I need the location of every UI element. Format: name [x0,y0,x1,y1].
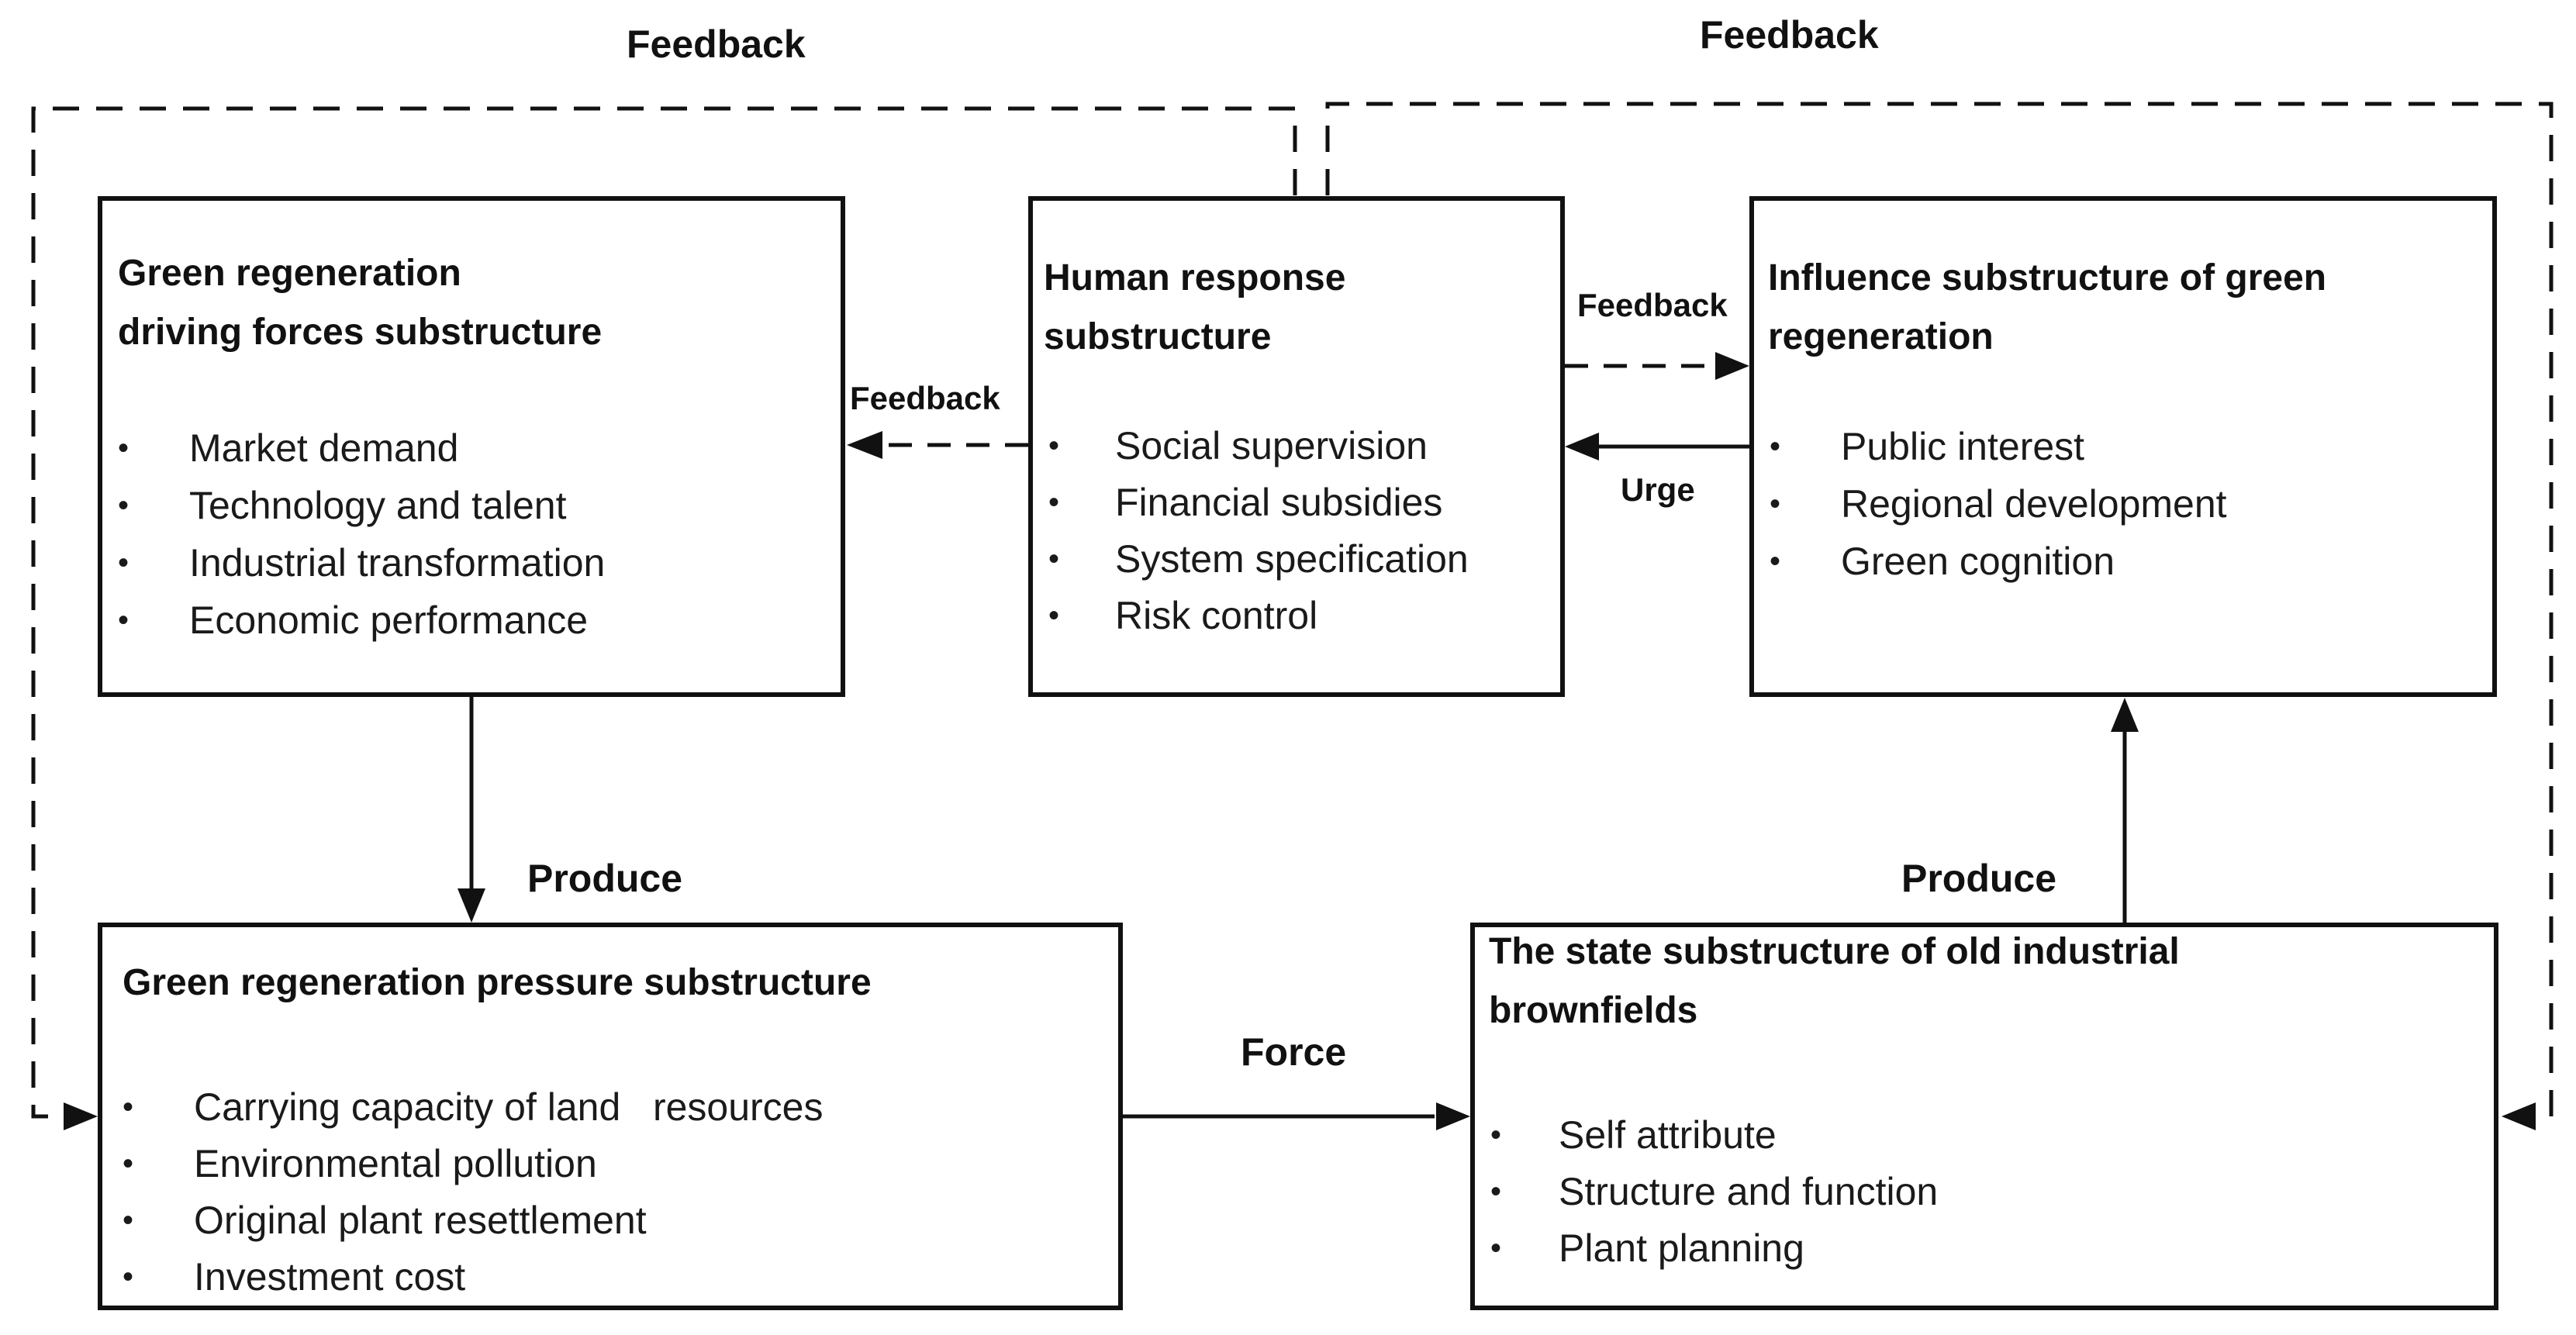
state-box: The state substructure of old industrial… [1470,923,2498,1310]
driving-forces-box: Green regeneration driving forces substr… [98,196,845,697]
human-response-title-line-1: Human response [1044,257,1346,298]
produce-left-arrowhead [458,888,485,923]
feedback-to-influence-label: Feedback [1577,287,1728,323]
force-arrowhead [1436,1102,1470,1130]
bullet-dot: • [1770,429,1781,464]
state-item: • Plant planning [1490,1220,1938,1277]
driving-forces-title-line-1: Green regeneration [118,253,461,294]
feedback-loop-right-arrowhead [2502,1102,2536,1130]
human-response-item: • Risk control [1048,588,1469,644]
urge-arrowhead [1565,433,1599,461]
state-item-label: Structure and function [1559,1170,1939,1213]
influence-item-label: Public interest [1841,425,2085,468]
driving-forces-item: • Economic performance [118,592,605,649]
produce-left-label: Produce [527,857,683,900]
human-response-item: • System specification [1048,531,1469,588]
driving-forces-item: • Technology and talent [118,477,605,534]
feedback-top-left-label: Feedback [627,22,806,66]
state-title-line-2: brownfields [1489,990,1698,1031]
bullet-dot: • [1770,487,1781,521]
pressure-item-label: Investment cost [194,1255,466,1299]
produce-right-arrowhead [2111,698,2139,732]
feedback-loop-left-arrowhead [64,1102,98,1130]
pressure-title: Green regeneration pressure substructure [123,954,872,1012]
driving-forces-item-label: Industrial transformation [189,541,606,585]
feedback-to-influence-arrowhead [1715,352,1749,380]
state-item: • Structure and function [1490,1164,1938,1220]
driving-forces-title: Green regeneration driving forces substr… [118,244,602,362]
bullet-dot: • [1048,599,1060,633]
bullet-dot: • [1770,544,1781,578]
bullet-dot: • [118,431,129,465]
influence-list: • Public interest • Regional development… [1770,418,2227,590]
driving-forces-item-label: Market demand [189,426,459,470]
human-response-item: • Financial subsidies [1048,474,1469,531]
human-response-title-line-2: substructure [1044,316,1272,357]
state-list: • Self attribute • Structure and functio… [1490,1107,1938,1277]
driving-forces-item: • Industrial transformation [118,534,605,592]
driving-forces-item-label: Economic performance [189,599,589,642]
influence-item: • Public interest [1770,418,2227,475]
bullet-dot: • [118,488,129,523]
bullet-dot: • [123,1090,134,1124]
driving-forces-item: • Market demand [118,419,605,477]
bullet-dot: • [1048,485,1060,519]
state-item-label: Self attribute [1559,1113,1777,1157]
human-response-title: Human response substructure [1044,249,1345,367]
human-response-item-label: Risk control [1115,594,1318,637]
bullet-dot: • [123,1203,134,1237]
influence-item: • Regional development [1770,475,2227,533]
pressure-item: • Investment cost [123,1249,823,1306]
human-response-list: • Social supervision • Financial subsidi… [1048,418,1469,644]
pressure-item-label: Original plant resettlement [194,1199,647,1242]
pressure-item: • Environmental pollution [123,1136,823,1192]
bullet-dot: • [118,603,129,637]
pressure-list: • Carrying capacity of land resources • … [123,1079,823,1306]
influence-title-line-2: regeneration [1768,316,1994,357]
pressure-title-line-1: Green regeneration pressure substructure [123,962,872,1003]
produce-right-label: Produce [1901,857,2057,900]
human-response-item-label: Social supervision [1115,424,1428,467]
driving-forces-item-label: Technology and talent [189,484,567,527]
urge-label: Urge [1621,471,1695,508]
pressure-box: Green regeneration pressure substructure… [98,923,1123,1310]
feedback-to-driving-arrowhead [847,431,882,459]
pressure-item: • Carrying capacity of land resources [123,1079,823,1136]
bullet-dot: • [1490,1231,1502,1265]
human-response-item: • Social supervision [1048,418,1469,474]
state-title: The state substructure of old industrial… [1489,923,2180,1040]
feedback-top-right-label: Feedback [1700,13,1879,57]
bullet-dot: • [1490,1175,1502,1209]
influence-title-line-1: Influence substructure of green [1768,257,2327,298]
bullet-dot: • [123,1260,134,1294]
feedback-loop-right [1325,102,2554,1119]
bullet-dot: • [118,546,129,580]
human-response-box: Human response substructure • Social sup… [1028,196,1565,697]
pressure-item: • Original plant resettlement [123,1192,823,1249]
influence-title: Influence substructure of green regenera… [1768,249,2326,367]
state-title-line-1: The state substructure of old industrial [1489,931,2180,972]
feedback-to-driving-label: Feedback [850,380,1000,416]
bullet-dot: • [123,1147,134,1181]
human-response-item-label: Financial subsidies [1115,481,1443,524]
influence-item: • Green cognition [1770,533,2227,590]
state-item: • Self attribute [1490,1107,1938,1164]
influence-box: Influence substructure of green regenera… [1749,196,2497,697]
human-response-item-label: System specification [1115,537,1469,581]
feedback-loop-left [31,106,1297,1119]
influence-item-label: Regional development [1841,482,2227,526]
driving-forces-list: • Market demand • Technology and talent … [118,419,605,649]
bullet-dot: • [1048,542,1060,576]
pressure-item-label: Environmental pollution [194,1142,597,1185]
bullet-dot: • [1490,1118,1502,1152]
pressure-item-label: Carrying capacity of land resources [194,1085,824,1129]
influence-item-label: Green cognition [1841,540,2115,583]
force-label: Force [1241,1030,1347,1074]
state-item-label: Plant planning [1559,1226,1804,1270]
driving-forces-title-line-2: driving forces substructure [118,312,603,353]
bullet-dot: • [1048,429,1060,463]
